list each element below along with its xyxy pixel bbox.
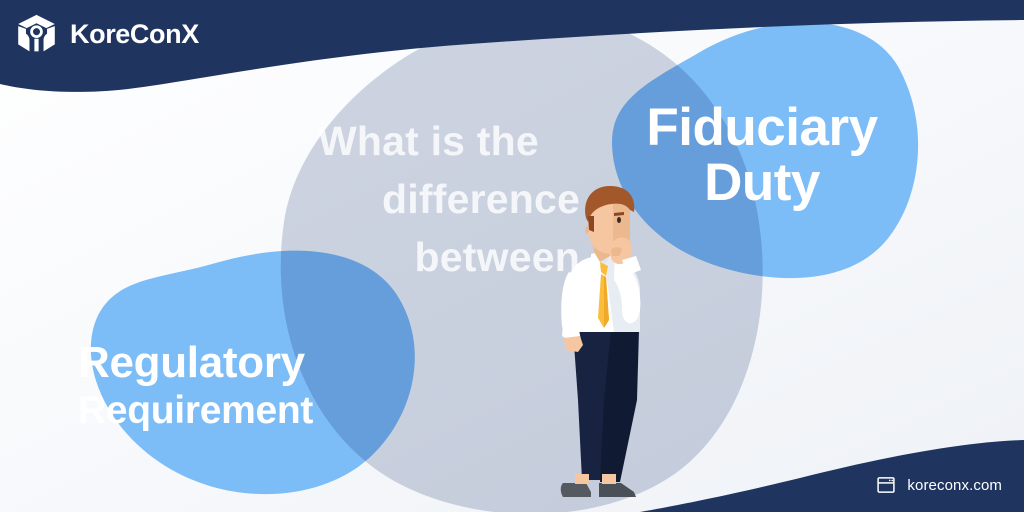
ankle-right: [602, 474, 616, 484]
thumb: [611, 247, 622, 256]
arm-left: [561, 272, 581, 342]
headline: What is the difference between: [318, 112, 580, 287]
shoe-right: [599, 483, 636, 497]
brand-logo[interactable]: KoreConX: [14, 12, 199, 57]
cube-logo-icon: [18, 14, 55, 52]
label-regulatory-requirement-line-1: Regulatory: [78, 338, 305, 387]
necktie-shade: [604, 276, 609, 328]
ankle-left: [575, 474, 589, 484]
trouser-leg-front: [600, 330, 639, 482]
forearm-right: [614, 262, 640, 322]
eyebrow: [614, 212, 624, 216]
hair: [585, 186, 635, 222]
footer-website[interactable]: koreconx.com: [876, 475, 1002, 495]
eye: [617, 217, 621, 223]
browser-window-icon: [877, 477, 896, 493]
shirt-cuff: [622, 256, 641, 275]
hand-left: [564, 336, 583, 352]
necktie: [600, 262, 608, 276]
brand-logo-text: KoreConX: [70, 19, 199, 49]
footer-url-text: koreconx.com: [907, 476, 1002, 494]
headline-line-2: difference: [382, 176, 580, 223]
shoe-left: [560, 483, 591, 497]
top-navy-wave: [0, 0, 1024, 92]
bottom-navy-wave: [640, 440, 1024, 512]
label-fiduciary-duty-line-1: Fiduciary: [646, 98, 878, 157]
gray-blob: [280, 14, 763, 512]
ear: [585, 226, 589, 234]
label-regulatory-requirement-line-2: Requirement: [78, 389, 314, 433]
label-fiduciary-duty: Fiduciary Duty: [612, 100, 912, 210]
sideburn: [588, 216, 594, 232]
label-fiduciary-duty-line-2: Duty: [704, 153, 820, 213]
headline-line-1: What is the: [318, 118, 539, 164]
label-regulatory-requirement: Regulatory Requirement: [78, 338, 408, 433]
headline-line-3: between: [414, 234, 580, 281]
